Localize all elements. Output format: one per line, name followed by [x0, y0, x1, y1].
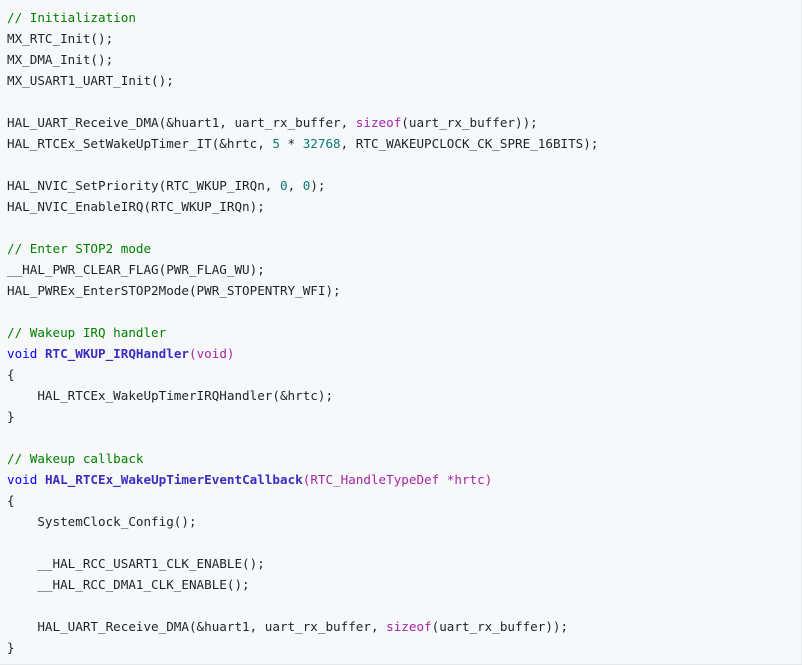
- code-token-plain: (uart_rx_buffer));: [401, 115, 538, 130]
- code-line: }: [7, 406, 801, 427]
- code-token-plain: HAL_NVIC_EnableIRQ(RTC_WKUP_IRQn);: [7, 199, 265, 214]
- code-line: MX_RTC_Init();: [7, 28, 801, 49]
- code-line: HAL_NVIC_EnableIRQ(RTC_WKUP_IRQn);: [7, 196, 801, 217]
- code-line: {: [7, 490, 801, 511]
- code-token-plain: HAL_RTCEx_SetWakeUpTimer_IT(&hrtc,: [7, 136, 273, 151]
- code-line: [7, 532, 801, 553]
- code-token-plain: MX_RTC_Init();: [7, 31, 114, 46]
- code-line: [7, 91, 801, 112]
- code-token-number: 5: [272, 136, 280, 151]
- code-token-plain: HAL_UART_Receive_DMA(&huart1, uart_rx_bu…: [7, 115, 356, 130]
- code-token-comment: // Wakeup IRQ handler: [7, 325, 167, 340]
- code-line: HAL_PWREx_EnterSTOP2Mode(PWR_STOPENTRY_W…: [7, 280, 801, 301]
- code-token-param: (RTC_HandleTypeDef *hrtc): [302, 472, 493, 487]
- code-token-plain: __HAL_RCC_DMA1_CLK_ENABLE();: [7, 577, 250, 592]
- code-token-plain: );: [310, 178, 326, 193]
- code-line: HAL_UART_Receive_DMA(&huart1, uart_rx_bu…: [7, 112, 801, 133]
- code-token-plain: MX_DMA_Init();: [7, 52, 114, 67]
- code-line: // Wakeup IRQ handler: [7, 322, 801, 343]
- code-token-func: HAL_RTCEx_WakeUpTimerEventCallback: [44, 472, 303, 487]
- code-line: SystemClock_Config();: [7, 511, 801, 532]
- code-line: __HAL_RCC_DMA1_CLK_ENABLE();: [7, 574, 801, 595]
- code-token-plain: {: [7, 367, 15, 382]
- code-token-plain: }: [7, 640, 15, 655]
- code-token-plain: MX_USART1_UART_Init();: [7, 73, 174, 88]
- code-line: [7, 301, 801, 322]
- code-line: [7, 154, 801, 175]
- code-line: HAL_NVIC_SetPriority(RTC_WKUP_IRQn, 0, 0…: [7, 175, 801, 196]
- code-token-number: 0: [302, 178, 311, 193]
- code-token-plain: *: [279, 136, 303, 151]
- code-token-plain: HAL_NVIC_SetPriority(RTC_WKUP_IRQn,: [7, 178, 280, 193]
- code-token-comment: // Enter STOP2 mode: [7, 241, 152, 256]
- code-line: MX_DMA_Init();: [7, 49, 801, 70]
- code-token-plain: __HAL_RCC_USART1_CLK_ENABLE();: [7, 556, 265, 571]
- code-token-plain: ,: [287, 178, 303, 193]
- code-line: HAL_RTCEx_WakeUpTimerIRQHandler(&hrtc);: [7, 385, 801, 406]
- code-token-builtin: sizeof: [355, 115, 402, 130]
- code-token-plain: {: [7, 493, 15, 508]
- code-token-plain: [37, 346, 45, 361]
- code-line: MX_USART1_UART_Init();: [7, 70, 801, 91]
- code-line: HAL_UART_Receive_DMA(&huart1, uart_rx_bu…: [7, 616, 801, 637]
- code-token-plain: [37, 472, 45, 487]
- code-token-plain: HAL_RTCEx_WakeUpTimerIRQHandler(&hrtc);: [7, 388, 334, 403]
- code-token-plain: SystemClock_Config();: [7, 514, 197, 529]
- code-line: void RTC_WKUP_IRQHandler(void): [7, 343, 801, 364]
- code-token-plain: , RTC_WAKEUPCLOCK_CK_SPRE_16BITS);: [340, 136, 599, 151]
- code-token-func: RTC_WKUP_IRQHandler: [44, 346, 189, 361]
- code-token-plain: HAL_UART_Receive_DMA(&huart1, uart_rx_bu…: [7, 619, 387, 634]
- code-token-builtin: sizeof: [386, 619, 432, 634]
- code-line: [7, 595, 801, 616]
- code-line: {: [7, 364, 801, 385]
- code-line: HAL_RTCEx_SetWakeUpTimer_IT(&hrtc, 5 * 3…: [7, 133, 801, 154]
- code-line: void HAL_RTCEx_WakeUpTimerEventCallback(…: [7, 469, 801, 490]
- code-line: // Enter STOP2 mode: [7, 238, 801, 259]
- code-token-keyword: void: [7, 472, 38, 487]
- code-token-plain: }: [7, 409, 15, 424]
- code-line: }: [7, 637, 801, 658]
- code-token-comment: // Initialization: [7, 10, 136, 25]
- code-token-number: 0: [279, 178, 288, 193]
- code-token-comment: // Wakeup callback: [7, 451, 144, 466]
- code-line: // Wakeup callback: [7, 448, 801, 469]
- code-line: __HAL_PWR_CLEAR_FLAG(PWR_FLAG_WU);: [7, 259, 801, 280]
- code-token-plain: __HAL_PWR_CLEAR_FLAG(PWR_FLAG_WU);: [7, 262, 265, 277]
- code-token-keyword: void: [7, 346, 38, 361]
- code-token-number: 32768: [302, 136, 341, 151]
- code-token-plain: HAL_PWREx_EnterSTOP2Mode(PWR_STOPENTRY_W…: [7, 283, 341, 298]
- code-line: [7, 427, 801, 448]
- code-line: // Initialization: [7, 7, 801, 28]
- code-line: __HAL_RCC_USART1_CLK_ENABLE();: [7, 553, 801, 574]
- code-line: [7, 217, 801, 238]
- code-token-plain: (uart_rx_buffer));: [431, 619, 569, 634]
- code-token-param: (void): [189, 346, 235, 361]
